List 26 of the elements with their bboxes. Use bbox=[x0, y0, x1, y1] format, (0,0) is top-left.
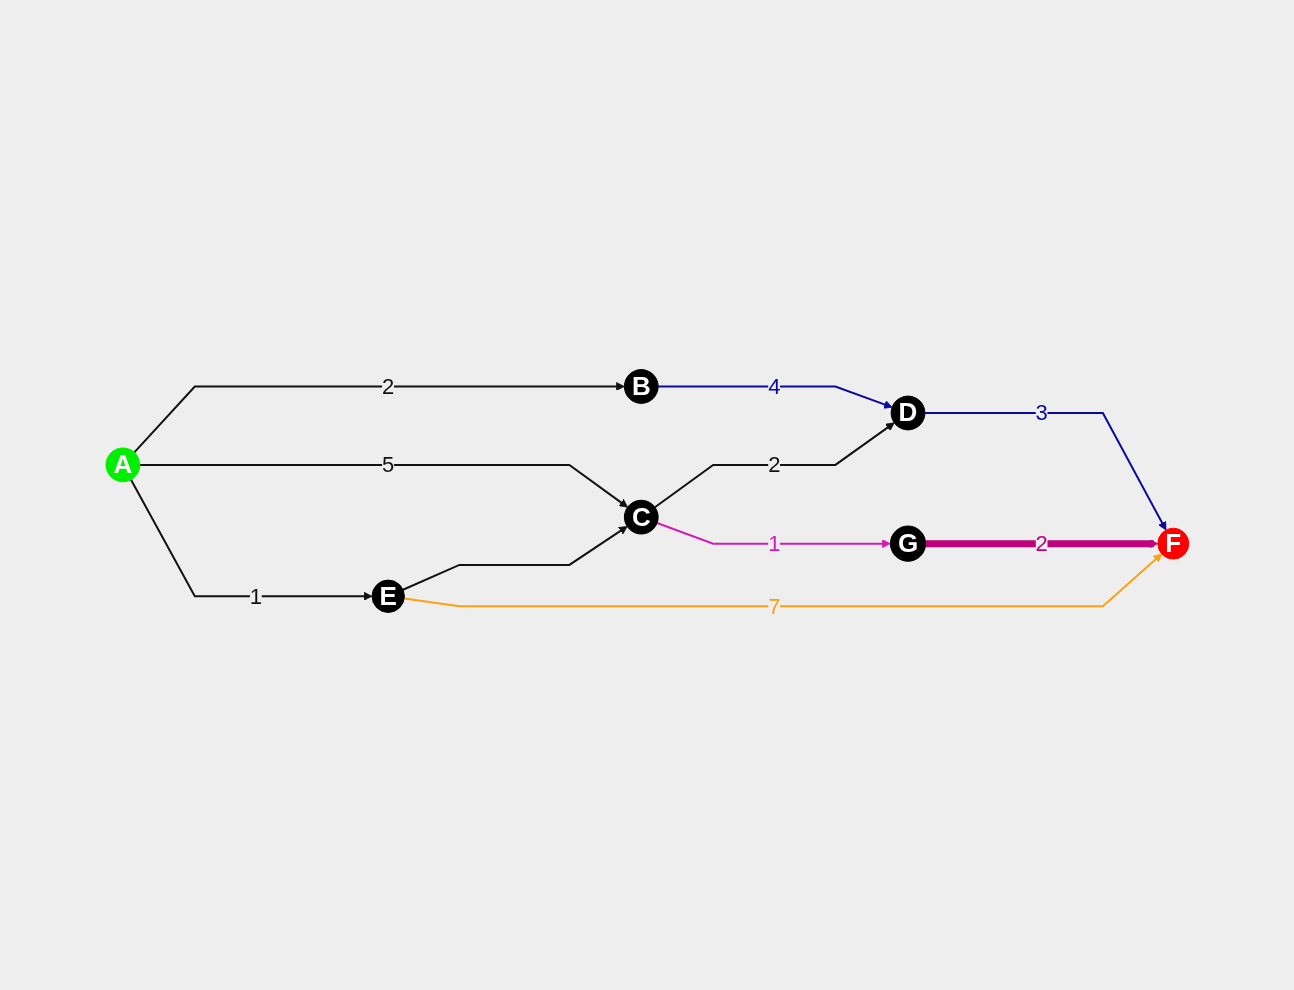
node-circle: A bbox=[105, 447, 140, 483]
arrow bbox=[655, 522, 891, 549]
node-circle: B bbox=[623, 369, 659, 404]
arrow bbox=[925, 539, 1158, 549]
arrow bbox=[923, 412, 1166, 531]
edge-label: 7 bbox=[767, 593, 781, 619]
edge-label: 5 bbox=[381, 452, 394, 478]
edge-label: 2 bbox=[381, 374, 394, 400]
arrow bbox=[138, 464, 628, 508]
node-circle: D bbox=[890, 395, 925, 431]
edge-label: 1 bbox=[249, 583, 262, 609]
edge-label: 2 bbox=[1035, 531, 1048, 557]
arrow bbox=[402, 553, 1162, 608]
arrow bbox=[129, 478, 373, 601]
node-circle: F bbox=[1157, 527, 1189, 560]
edge-label: 4 bbox=[767, 374, 781, 400]
arrow bbox=[132, 382, 625, 454]
edge-label: 2 bbox=[767, 452, 781, 478]
edge-label: 1 bbox=[767, 531, 781, 557]
node-circle: G bbox=[889, 525, 926, 562]
node-circle: E bbox=[371, 579, 405, 614]
arrow bbox=[401, 526, 628, 591]
arrow bbox=[656, 385, 893, 409]
arrow bbox=[653, 422, 895, 509]
edge-label: 3 bbox=[1035, 400, 1048, 426]
node-circle: C bbox=[623, 499, 659, 535]
